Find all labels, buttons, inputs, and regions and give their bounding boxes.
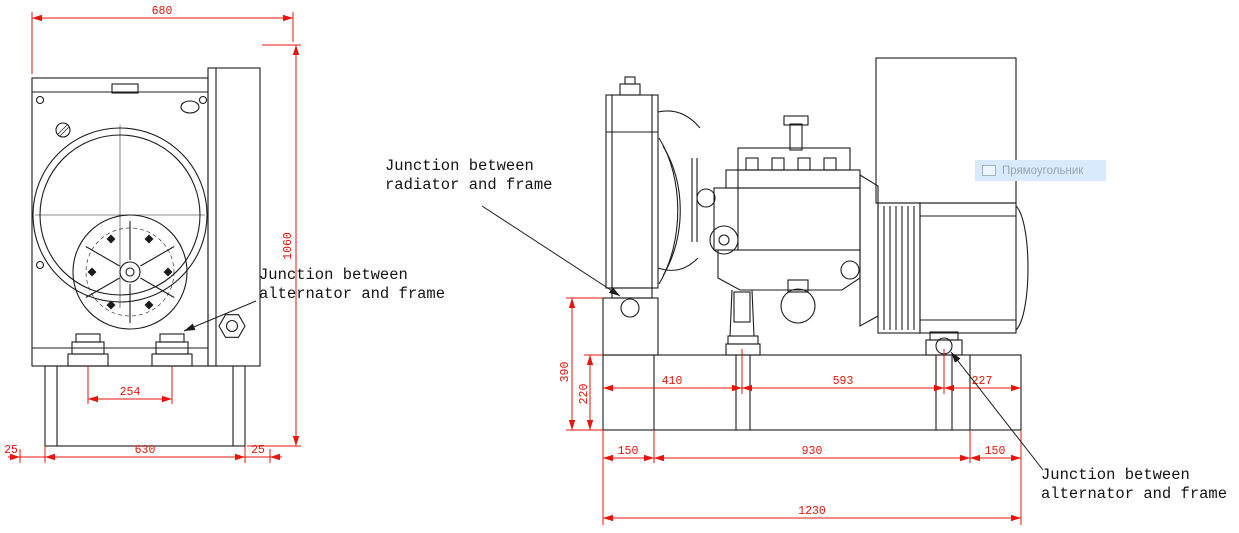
side-duct-panel xyxy=(207,67,261,367)
alternator-face xyxy=(72,214,188,330)
leader-alternator-front xyxy=(183,300,257,332)
front-view-drawing xyxy=(31,67,261,447)
alternator-body xyxy=(919,202,1017,334)
alternator-side xyxy=(875,57,1029,356)
dim-engine-foot-to-alternator-foot: 593 xyxy=(833,375,854,388)
dim-overall-length: 1230 xyxy=(798,505,826,518)
dim-lines-front xyxy=(8,12,301,463)
engine-block xyxy=(713,187,861,251)
dim-base-offset-left-front: 25 xyxy=(4,444,18,457)
annotation-alternator-frame-side: Junction between alternator and frame xyxy=(1041,466,1228,503)
dim-pedestal-height: 390 xyxy=(559,362,572,383)
front-view-dimensions: 680 1060 254 25 630 25 xyxy=(4,5,301,463)
control-box xyxy=(875,57,1017,204)
dim-alternator-foot-to-end: 227 xyxy=(972,375,993,388)
dim-base-width-front: 630 xyxy=(135,444,156,457)
leader-lines xyxy=(183,205,1044,471)
alternator-feet-front xyxy=(67,333,193,367)
dim-feet-spacing-front: 254 xyxy=(120,386,141,399)
side-view-drawing xyxy=(602,57,1029,431)
valve-cover xyxy=(737,147,851,171)
water-pump-hub xyxy=(696,188,716,208)
base-frame-front xyxy=(44,365,246,447)
radiator-side xyxy=(605,76,701,299)
dim-overall-height-front: 1060 xyxy=(282,232,295,260)
upper-hose xyxy=(657,110,701,129)
crank-pulley xyxy=(709,225,739,255)
leader-radiator-side xyxy=(481,205,621,297)
fuel-filter xyxy=(733,291,751,323)
oil-pan xyxy=(717,250,861,291)
base-frame-side xyxy=(602,297,1022,431)
engine-side xyxy=(696,115,879,356)
lower-hose xyxy=(657,257,699,271)
side-view-dimensions: 390 220 410 593 227 150 930 150 1230 xyxy=(559,297,1022,525)
fan-centerlines xyxy=(35,125,205,308)
dim-hole-offset-left: 150 xyxy=(618,445,639,458)
bolt-hexagon xyxy=(218,314,246,338)
dim-base-offset-right-front: 25 xyxy=(251,444,265,457)
cylinder-head xyxy=(725,169,861,189)
engine-mount-block xyxy=(725,343,761,356)
engine-foot-pad xyxy=(727,335,759,345)
dim-hole-span: 930 xyxy=(802,445,823,458)
dim-frame-height: 220 xyxy=(578,384,591,405)
radiator-filler-cap xyxy=(624,76,636,85)
leader-alternator-side xyxy=(950,351,1044,471)
dim-hole-offset-right: 150 xyxy=(985,445,1006,458)
rectangle-tool-tooltip[interactable]: Прямоугольник xyxy=(975,160,1106,181)
dim-overall-width-front: 680 xyxy=(152,5,173,18)
annotation-radiator-frame-side: Junction between radiator and frame xyxy=(385,157,553,194)
tooltip-label: Прямоугольник xyxy=(1002,164,1084,177)
alternator-end-bell xyxy=(1015,205,1029,331)
annotation-alternator-frame-front: Junction between alternator and frame xyxy=(259,266,446,303)
radiator-frame-junction-point xyxy=(620,298,640,318)
radiator-pedestal xyxy=(602,297,659,356)
flywheel-housing xyxy=(859,174,879,327)
starter-motor xyxy=(840,260,860,280)
dim-lines-side xyxy=(566,297,1022,525)
oil-filter xyxy=(780,288,816,324)
breather-pipe xyxy=(789,123,803,151)
rectangle-icon xyxy=(982,165,996,176)
dim-radiator-to-engine-foot: 410 xyxy=(662,375,683,388)
